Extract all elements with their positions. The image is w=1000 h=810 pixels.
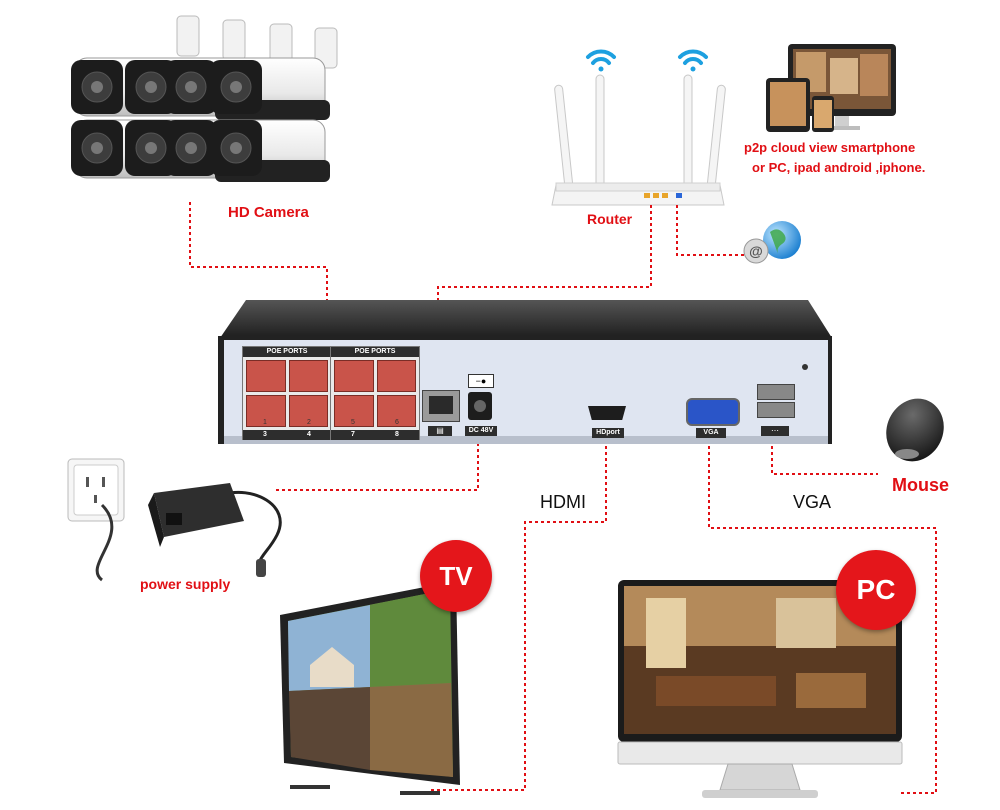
poe-ports-header: POE PORTS: [243, 347, 331, 357]
poe-port[interactable]: [377, 360, 417, 392]
power-supply: [62, 455, 297, 585]
usb-port-bottom[interactable]: [757, 402, 795, 418]
port-number: 3: [263, 430, 267, 440]
power-supply-label: power supply: [140, 576, 230, 592]
poe-port[interactable]: [289, 360, 329, 392]
poe-ports-header: POE PORTS: [331, 347, 419, 357]
lan-port[interactable]: [422, 390, 460, 422]
tv-icon: [270, 575, 470, 805]
hdmi-label: HDMI: [540, 492, 586, 513]
dc-power-port[interactable]: [468, 392, 492, 420]
vga-label: VGA: [793, 492, 831, 513]
mouse: [875, 390, 955, 470]
port-number: 1: [263, 419, 267, 426]
internet-line: [677, 205, 745, 255]
port-number: 6: [395, 419, 399, 426]
nvr-recorder: POE PORTS 3 4 1 2 POE PORTS 7 8 5: [216, 298, 834, 448]
poe-block-2: POE PORTS 7 8 5 6: [330, 346, 420, 440]
hdmi-port-label: HDport: [592, 428, 624, 438]
poe-block-1: POE PORTS 3 4 1 2: [242, 346, 332, 440]
port-number: 4: [307, 430, 311, 440]
port-number: 7: [351, 430, 355, 440]
network-icon: ▤: [428, 426, 452, 436]
usb-icon: ⋯: [761, 426, 789, 436]
power-adapter-icon: [62, 455, 297, 585]
tv-badge: TV: [420, 540, 492, 612]
port-number: 5: [351, 419, 355, 426]
usb-port-top[interactable]: [757, 384, 795, 400]
hdmi-port[interactable]: [588, 406, 626, 420]
vga-port[interactable]: [686, 398, 740, 426]
pc-badge: PC: [836, 550, 916, 630]
mouse-icon: [875, 390, 955, 470]
tv: [270, 575, 470, 805]
mouse-label: Mouse: [892, 475, 949, 496]
port-number: 2: [307, 419, 311, 426]
vga-port-label: VGA: [696, 428, 726, 438]
status-indicator-icon: [802, 364, 808, 370]
poe-port[interactable]: [334, 360, 374, 392]
dc-symbol-icon: −●: [468, 374, 494, 388]
port-number: 8: [395, 430, 399, 440]
poe-port[interactable]: [246, 360, 286, 392]
dc-label: DC 48V: [465, 426, 497, 436]
